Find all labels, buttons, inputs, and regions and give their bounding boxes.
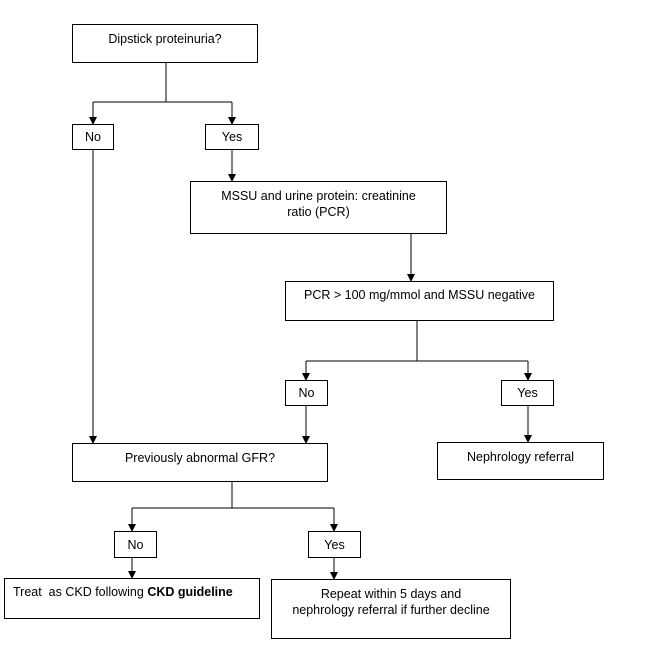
mssu-pcr-box: MSSU and urine protein: creatinine ratio… [190,181,447,234]
gfr-no-box: No [114,531,157,558]
treat-ckd-box: Treat as CKD following CKD guideline [4,578,260,619]
dipstick-yes-label: Yes [221,130,243,144]
repeat-line-2: nephrology referral if further decline [292,603,490,617]
pcr-yes-label: Yes [517,386,538,400]
previous-gfr-box: Previously abnormal GFR? [72,443,328,482]
repeat-line-1: Repeat within 5 days and [320,587,462,601]
nephrology-referral-label: Nephrology referral [467,450,574,464]
pcr-no-box: No [285,380,328,406]
dipstick-no-label: No [85,130,101,144]
pcr-yes-box: Yes [501,380,554,406]
ckd-guideline-link[interactable]: CKD guideline [147,585,233,599]
gfr-no-label: No [127,537,144,552]
pcr-no-label: No [298,386,315,400]
treat-ckd-label: Treat as CKD following [13,585,148,599]
mssu-pcr-label: MSSU and urine protein: creatinine ratio… [221,189,416,219]
dipstick-proteinuria-box: Dipstick proteinuria? [72,24,258,63]
gfr-yes-box: Yes [308,531,361,558]
pcr-condition-label: PCR > 100 mg/mmol and MSSU negative [303,288,535,302]
dipstick-no-box: No [72,124,114,150]
dipstick-proteinuria-label: Dipstick proteinuria? [108,32,222,46]
gfr-yes-label: Yes [324,537,345,552]
nephrology-referral-box: Nephrology referral [437,442,604,480]
dipstick-yes-box: Yes [205,124,259,150]
previous-gfr-label: Previously abnormal GFR? [124,450,276,465]
repeat-referral-box: Repeat within 5 days and nephrology refe… [271,579,511,639]
pcr-condition-box: PCR > 100 mg/mmol and MSSU negative [285,281,554,321]
